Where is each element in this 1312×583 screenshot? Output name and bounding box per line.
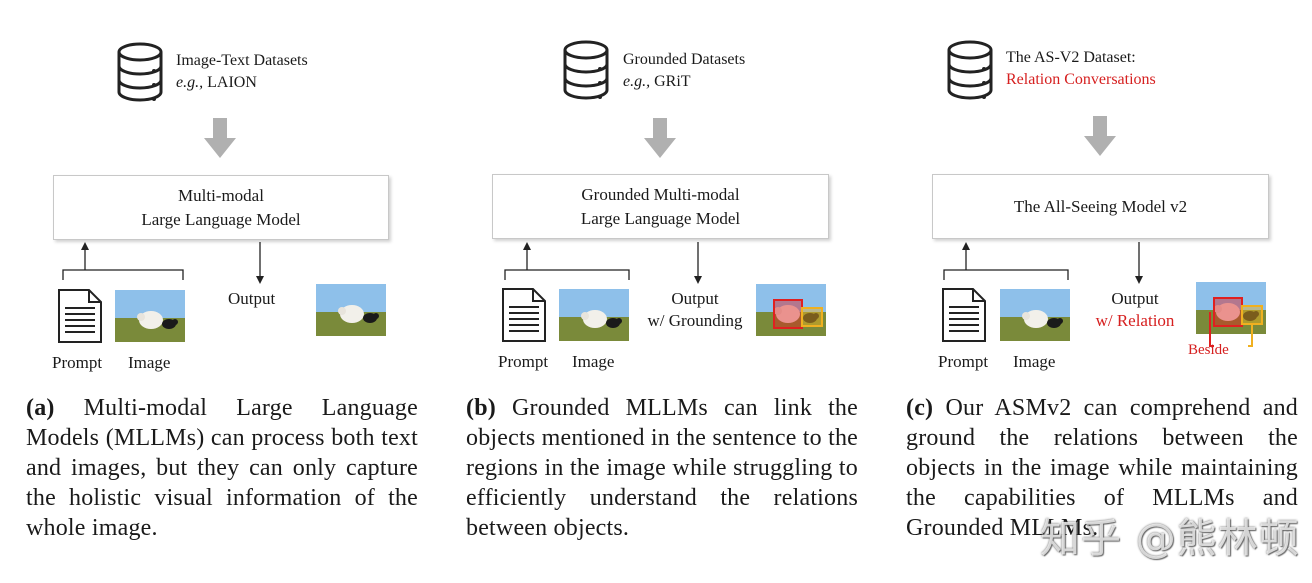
caption: (b) Grounded MLLMs can link the objects …: [466, 393, 858, 543]
dataset-example-prefix: e.g.,: [176, 74, 204, 91]
bbox-object: [1241, 305, 1263, 325]
document-icon: [942, 288, 986, 342]
image-label: Image: [572, 352, 615, 371]
caption-text: Multi-modal Large Language Models (MLLMs…: [26, 395, 418, 541]
watermark: 知乎 @熊林顿: [1040, 516, 1300, 562]
prompt-label: Prompt: [498, 352, 549, 371]
relation-connector-red: [1209, 312, 1214, 347]
caption: (c) Our ASMv2 can comprehend and ground …: [906, 393, 1298, 543]
dataset-example: GRiT: [650, 73, 691, 90]
prompt-label: Prompt: [938, 352, 989, 371]
down-arrow-icon: [1084, 116, 1116, 156]
caption-tag: (a): [26, 395, 55, 421]
model-name-line1: Multi-modal: [178, 185, 264, 205]
model-name-line2: Large Language Model: [141, 209, 301, 229]
caption-text: Grounded MLLMs can link the objects ment…: [466, 395, 858, 541]
output-line2: w/ Grounding: [647, 311, 743, 330]
dataset-example: LAION: [203, 74, 257, 91]
bbox-sheep: [773, 299, 803, 329]
input-bracket-arrow: [504, 242, 702, 284]
dataset-label: The AS-V2 Dataset: Relation Conversation…: [1006, 47, 1156, 91]
relation-connector-yellow: [1248, 324, 1253, 347]
caption-tag: (b): [466, 395, 496, 421]
database-icon: [117, 42, 163, 102]
sheep-image: [559, 289, 629, 341]
relation-label: Beside: [1188, 342, 1229, 358]
bbox-lamb: [801, 307, 823, 327]
model-name: The All-Seeing Model v2: [1013, 196, 1188, 216]
sheep-image: [115, 290, 185, 342]
database-icon: [563, 40, 609, 100]
output-label: Output w/ Relation: [1076, 288, 1194, 332]
model-box: The All-Seeing Model v2: [932, 174, 1269, 239]
model-name-line2: Large Language Model: [580, 208, 741, 228]
dataset-label: Image-Text Datasets e.g., LAION: [176, 50, 308, 94]
caption-text: Our ASMv2 can comprehend and ground the …: [906, 395, 1298, 541]
input-bracket-arrow: [62, 242, 264, 284]
dataset-label: Grounded Datasets e.g., GRiT: [623, 49, 745, 93]
output-label: Output: [228, 289, 276, 308]
output-label: Output w/ Grounding: [636, 288, 754, 332]
dataset-name: The AS-V2 Dataset:: [1006, 49, 1136, 66]
bbox-subject: [1213, 297, 1243, 327]
output-image: [316, 284, 386, 336]
down-arrow-icon: [644, 118, 676, 158]
panel-b: Grounded Datasets e.g., GRiT Grounded Mu…: [440, 0, 880, 583]
relation-output-image: [1196, 282, 1266, 347]
input-bracket-arrow: [943, 242, 1143, 284]
model-name-line1: Grounded Multi-modal: [581, 184, 740, 204]
prompt-label: Prompt: [52, 353, 103, 372]
output-line1: Output: [1111, 289, 1159, 308]
output-line2: w/ Relation: [1095, 311, 1175, 330]
dataset-example-prefix: e.g.,: [623, 73, 651, 90]
database-icon: [947, 40, 993, 100]
document-icon: [502, 288, 546, 342]
dataset-name: Grounded Datasets: [623, 51, 746, 68]
sheep-image: [1000, 289, 1070, 341]
caption-tag: (c): [906, 395, 934, 421]
caption: (a) Multi-modal Large Language Models (M…: [26, 393, 418, 543]
image-label: Image: [128, 353, 171, 372]
down-arrow-icon: [204, 118, 236, 158]
panel-c: The AS-V2 Dataset: Relation Conversation…: [880, 0, 1312, 583]
panel-a: Image-Text Datasets e.g., LAION Multi-mo…: [0, 0, 440, 583]
dataset-subtitle: Relation Conversations: [1006, 71, 1156, 88]
output-line1: Output: [671, 289, 719, 308]
document-icon: [58, 289, 102, 343]
grounded-output-image: [756, 284, 826, 336]
dataset-name: Image-Text Datasets: [176, 52, 308, 69]
image-label: Image: [1013, 352, 1056, 371]
